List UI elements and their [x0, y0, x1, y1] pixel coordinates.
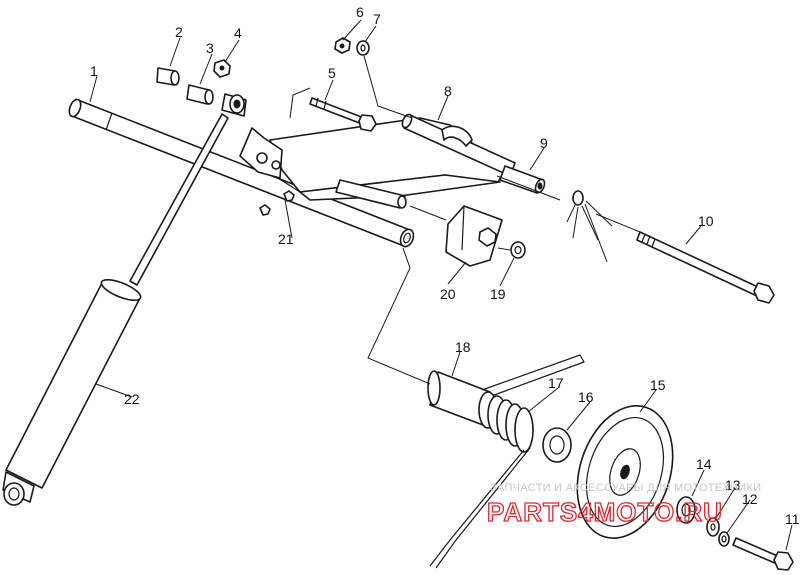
callout-1: 1: [90, 63, 98, 79]
leader-lines: [89, 19, 793, 551]
bushing-3: [186, 84, 214, 105]
block-20: [445, 205, 503, 267]
callout-labels: 1 2 3 4 5 6 7 8 9 10 11 12 13 14 15 16 1…: [90, 4, 800, 527]
callout-12: 12: [742, 491, 758, 507]
nut-4: [213, 59, 231, 78]
callout-9: 9: [540, 135, 548, 151]
callout-2: 2: [175, 24, 183, 40]
callout-4: 4: [234, 25, 242, 41]
callout-11: 11: [785, 511, 800, 527]
bearing-14: [676, 496, 696, 524]
watermark: ЗАПЧАСТИ И АКСЕССУАРЫ ДЛЯ МОТОТЕХНИКИ PA…: [486, 482, 761, 528]
washer-12: [718, 531, 730, 547]
callout-3: 3: [206, 40, 214, 56]
callout-13: 13: [725, 477, 741, 493]
washer-7: [356, 40, 370, 56]
callout-15: 15: [650, 377, 666, 393]
washer-19: [510, 241, 526, 259]
spacer-16: [542, 427, 572, 463]
callout-7: 7: [373, 11, 381, 27]
callout-20: 20: [440, 286, 456, 302]
screw-21: [259, 190, 295, 216]
bushing-sleeve: [499, 165, 546, 194]
torsion-spring: [429, 354, 585, 569]
callout-16: 16: [578, 389, 594, 405]
callout-8: 8: [444, 83, 452, 99]
washer-spray: [566, 190, 613, 263]
callout-18: 18: [455, 339, 471, 355]
callout-5: 5: [328, 65, 336, 81]
callout-22: 22: [124, 391, 140, 407]
bolt-5: [309, 97, 377, 132]
a-arm: [261, 113, 516, 209]
bolt-10: [636, 231, 775, 304]
callout-10: 10: [698, 213, 714, 229]
watermark-tagline: ЗАПЧАСТИ И АКСЕССУАРЫ ДЛЯ МОТОТЕХНИКИ: [490, 482, 761, 494]
callout-19: 19: [490, 286, 506, 302]
callout-21: 21: [278, 231, 294, 247]
washer-13: [706, 517, 720, 537]
bushing-2: [156, 67, 180, 86]
shock-absorber: [2, 93, 247, 506]
bolt-11: [732, 537, 794, 571]
nut-6: [334, 37, 351, 54]
watermark-brand: PARTS4MOTO.RU: [487, 497, 723, 527]
callout-17: 17: [548, 375, 564, 391]
idler-wheel: [576, 405, 674, 539]
callout-14: 14: [696, 456, 712, 472]
mount-bracket: [239, 127, 283, 179]
callout-6: 6: [356, 4, 364, 20]
